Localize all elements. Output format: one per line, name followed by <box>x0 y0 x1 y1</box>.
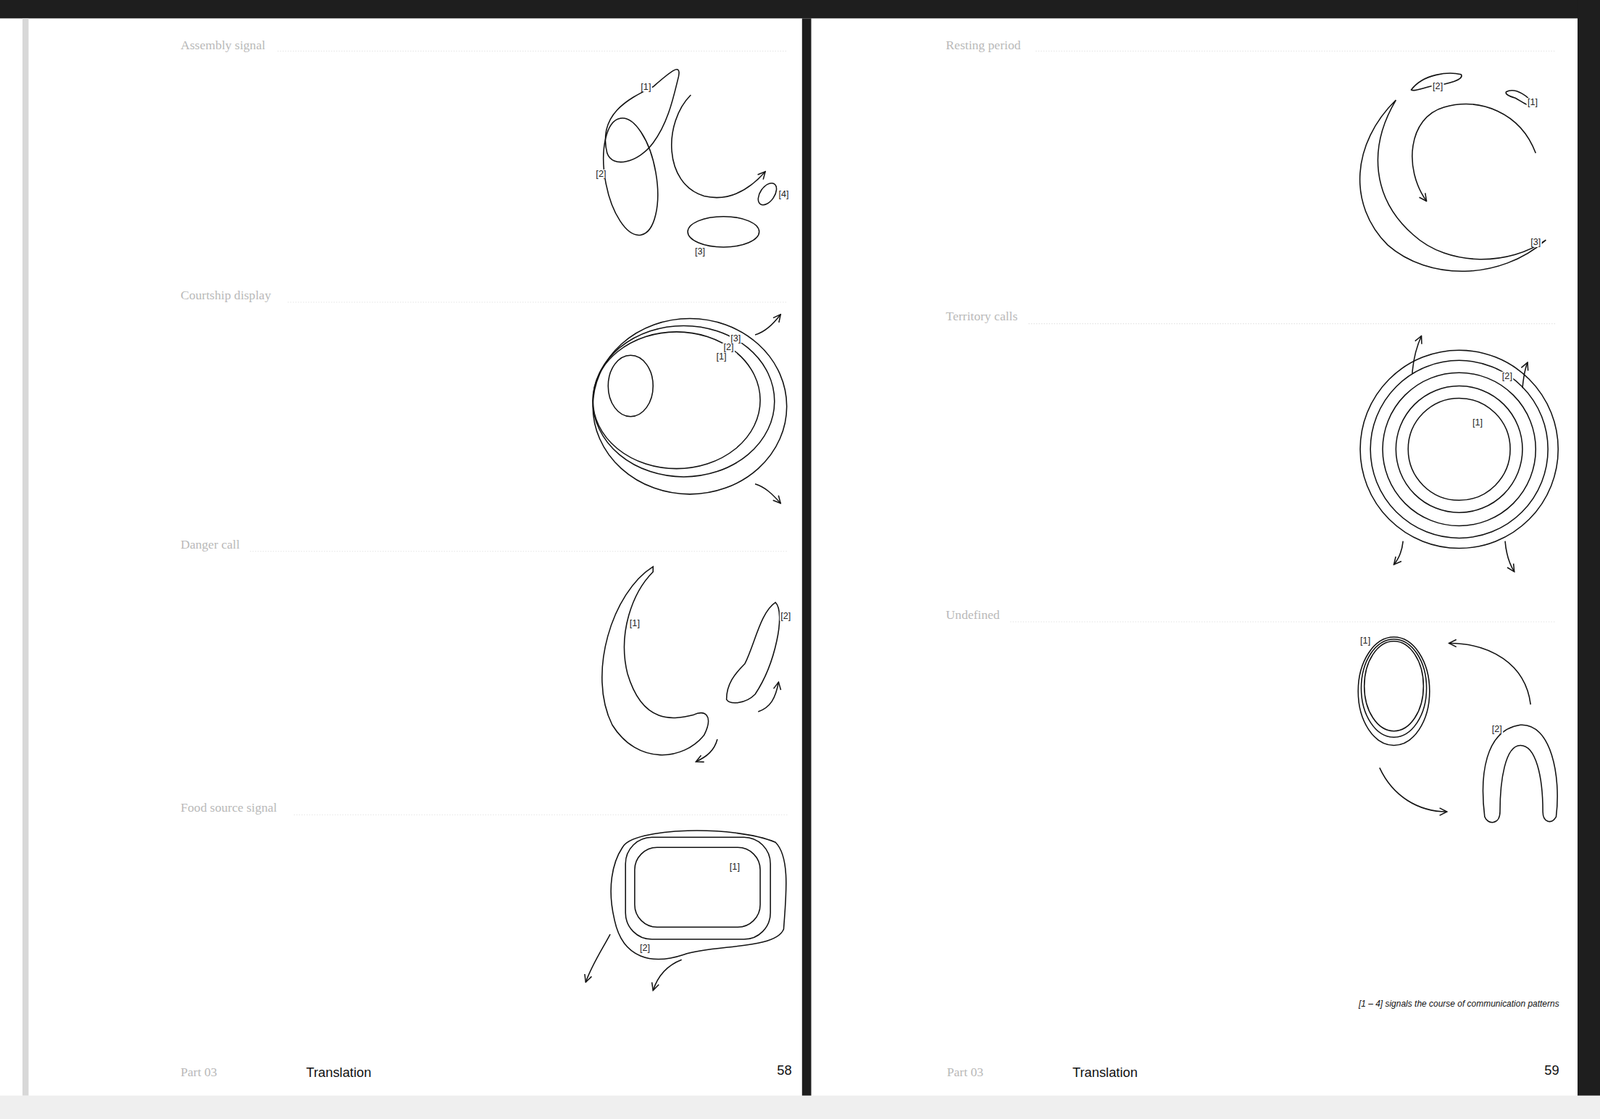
footer-part: Part 03 <box>947 1065 984 1079</box>
callout-number: [2] <box>594 168 608 179</box>
section-heading: Undefined <box>945 607 1000 622</box>
page-number: 59 <box>1544 1063 1559 1077</box>
callout-number: [1] <box>1359 635 1372 645</box>
section-dividers <box>250 50 1556 815</box>
callout-number: [4] <box>777 189 790 199</box>
callout-number: [1] <box>715 351 728 361</box>
resting-figure <box>1360 73 1547 272</box>
danger-figure <box>602 566 780 762</box>
section-heading: Courtship display <box>180 288 272 302</box>
callout-number: [2] <box>779 610 793 621</box>
callout-number: [2] <box>1490 724 1503 735</box>
assembly-figure <box>594 69 780 248</box>
section-heading: Territory calls <box>945 310 1018 324</box>
callout-number: [1] <box>1526 97 1540 108</box>
callout-number: [2] <box>1431 81 1445 91</box>
callout-number: [1] <box>628 618 641 628</box>
section-heading: Food source signal <box>180 801 277 815</box>
food-figure <box>585 830 787 990</box>
territory-figure <box>1360 335 1558 572</box>
callout-number: [3] <box>729 333 743 343</box>
book-spine <box>802 18 812 1095</box>
undefined-figure <box>1357 636 1558 823</box>
callout-number: [2] <box>722 342 735 353</box>
callout-number: [1] <box>1471 418 1485 428</box>
section-heading: Danger call <box>180 537 240 551</box>
scan-border <box>0 1095 1600 1119</box>
page-edge <box>22 18 29 1095</box>
callout-number: [3] <box>694 246 707 256</box>
section-heading: Resting period <box>945 38 1021 52</box>
footer-section: Translation <box>305 1065 372 1079</box>
callout-number: [3] <box>1529 237 1543 248</box>
page-number: 58 <box>776 1063 792 1077</box>
footer-part: Part 03 <box>180 1065 217 1079</box>
footer-section: Translation <box>1072 1065 1138 1079</box>
scan-border <box>1577 0 1600 1119</box>
courtship-figure <box>592 314 787 504</box>
callout-number: [2] <box>1500 371 1514 381</box>
callout-number: [1] <box>728 862 741 872</box>
callout-number: [2] <box>639 942 652 953</box>
callout-number: [1] <box>639 81 653 92</box>
scan-border <box>0 0 1600 19</box>
section-heading: Assembly signal <box>180 38 266 52</box>
figure-caption: [1 – 4] signals the course of communicat… <box>1358 999 1560 1008</box>
